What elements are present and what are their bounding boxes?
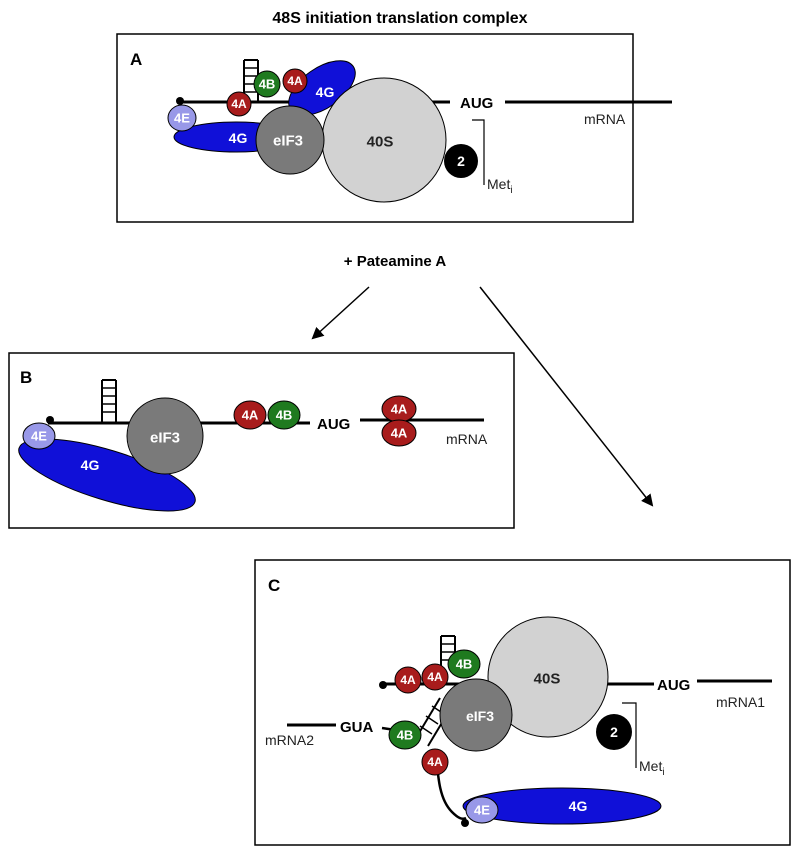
- panel-a-eif4e-label: 4E: [174, 111, 190, 126]
- panel-c-eif4b-top: [447, 649, 481, 679]
- panel-c: C 40S eIF3: [254, 559, 791, 846]
- panel-c-eif4g: [462, 787, 662, 825]
- panel-b-start-codon: AUG: [317, 416, 350, 433]
- panel-a-met-bracket: [472, 119, 485, 185]
- panel-a-met-label: Meti: [487, 176, 513, 196]
- panel-c-eif4a-lower: [421, 748, 449, 776]
- panel-c-mrna2-label: mRNA2: [265, 732, 314, 748]
- panel-a-eif2: [444, 144, 478, 178]
- panel-c-cap-2: [461, 819, 469, 827]
- panel-b-eif4a-bottom-label: 4A: [391, 426, 408, 441]
- panel-a-eif2-label: 2: [457, 153, 465, 169]
- panel-a-eif4a-left: [226, 91, 252, 117]
- panel-b-eif4e: [22, 422, 56, 450]
- panel-b-label: B: [20, 368, 32, 387]
- panel-b-hairpin: [101, 379, 117, 423]
- panel-a-hairpin: [243, 59, 259, 102]
- panel-b-eif4a-label: 4A: [242, 408, 259, 423]
- panel-c-40s-label: 40S: [534, 671, 561, 688]
- panel-b-eif3: [126, 397, 204, 475]
- panel-c-eif4a-1: [394, 666, 422, 694]
- panel-a-eif4b-label: 4B: [259, 77, 276, 92]
- panel-b-eif4b-label: 4B: [276, 408, 293, 423]
- panel-c-eif4b-lower: [388, 720, 422, 750]
- panel-b-mrna-label: mRNA: [446, 431, 488, 447]
- panel-c-eif4e-label: 4E: [474, 803, 490, 818]
- panel-c-eif4a-lower-label: 4A: [427, 755, 443, 769]
- panel-a-frame: [116, 33, 634, 223]
- panel-c-eif3: [439, 678, 513, 752]
- panel-b-eif4a: [233, 400, 267, 430]
- panel-a-label: A: [130, 50, 142, 69]
- panel-c-met-label: Meti: [639, 758, 665, 778]
- panel-a-eif3-label: eIF3: [273, 133, 303, 150]
- panel-a-eif4a-right-label: 4A: [287, 74, 303, 88]
- panel-c-eif2: [596, 714, 632, 750]
- panel-a-eif4e: [167, 104, 197, 132]
- panel-b: B 4G 4E eIF3 4A 4B AUG: [8, 352, 515, 529]
- panel-c-mrna1-label: mRNA1: [716, 694, 765, 710]
- panel-b-cap: [46, 416, 54, 424]
- panel-a-mrna-label: mRNA: [584, 111, 626, 127]
- panel-c-eif4a-1-label: 4A: [400, 673, 416, 687]
- panel-c-label: C: [268, 576, 280, 595]
- panel-c-eif4g-label: 4G: [569, 798, 588, 814]
- panel-c-met-bracket: [622, 702, 637, 768]
- panel-c-cap-1: [379, 681, 387, 689]
- panel-c-frame: [254, 559, 791, 846]
- panel-a-eif4g-upper-label: 4G: [316, 84, 335, 100]
- panel-a-eif4b: [253, 70, 281, 98]
- panel-a-eif3: [255, 105, 325, 175]
- panel-a-eif4a-right: [282, 68, 308, 94]
- panel-c-gua: GUA: [340, 719, 374, 736]
- panel-c-eif4a-2-label: 4A: [427, 670, 443, 684]
- panel-a-start-codon: AUG: [460, 95, 493, 112]
- panel-c-eif4a-2: [421, 663, 449, 691]
- panel-c-40s-subunit: [487, 616, 609, 738]
- panel-a-cap: [176, 97, 184, 105]
- panel-c-eif3-label: eIF3: [466, 708, 494, 724]
- panel-b-eif4b: [267, 400, 301, 430]
- panel-a-eif4g-lower-label: 4G: [229, 130, 248, 146]
- panel-b-eif4g-label: 4G: [81, 457, 100, 473]
- panel-c-start-codon: AUG: [657, 677, 690, 694]
- panel-b-eif4a-top-label: 4A: [391, 402, 408, 417]
- panel-a-eif4a-left-label: 4A: [231, 97, 247, 111]
- panel-c-eif4e: [465, 796, 499, 824]
- panel-b-eif4g: [18, 438, 196, 512]
- panel-c-eif4b-lower-label: 4B: [397, 728, 414, 743]
- panel-b-frame: [8, 352, 515, 529]
- panel-b-eif4a-bottom: [381, 419, 417, 447]
- panel-a-40s-label: 40S: [367, 134, 394, 151]
- panel-b-eif4e-label: 4E: [31, 429, 47, 444]
- figure-title: 48S initiation translation complex: [272, 10, 527, 27]
- panel-c-eif2-label: 2: [610, 724, 618, 740]
- treatment-label: + Pateamine A: [344, 253, 447, 270]
- arrow-to-panel-c: [479, 286, 654, 507]
- panel-b-eif3-label: eIF3: [150, 430, 180, 447]
- panel-a: A 4G 4G 4E 4A 4B 4A: [116, 33, 672, 223]
- arrow-to-panel-b: [311, 286, 370, 340]
- panel-c-eif4b-top-label: 4B: [456, 657, 473, 672]
